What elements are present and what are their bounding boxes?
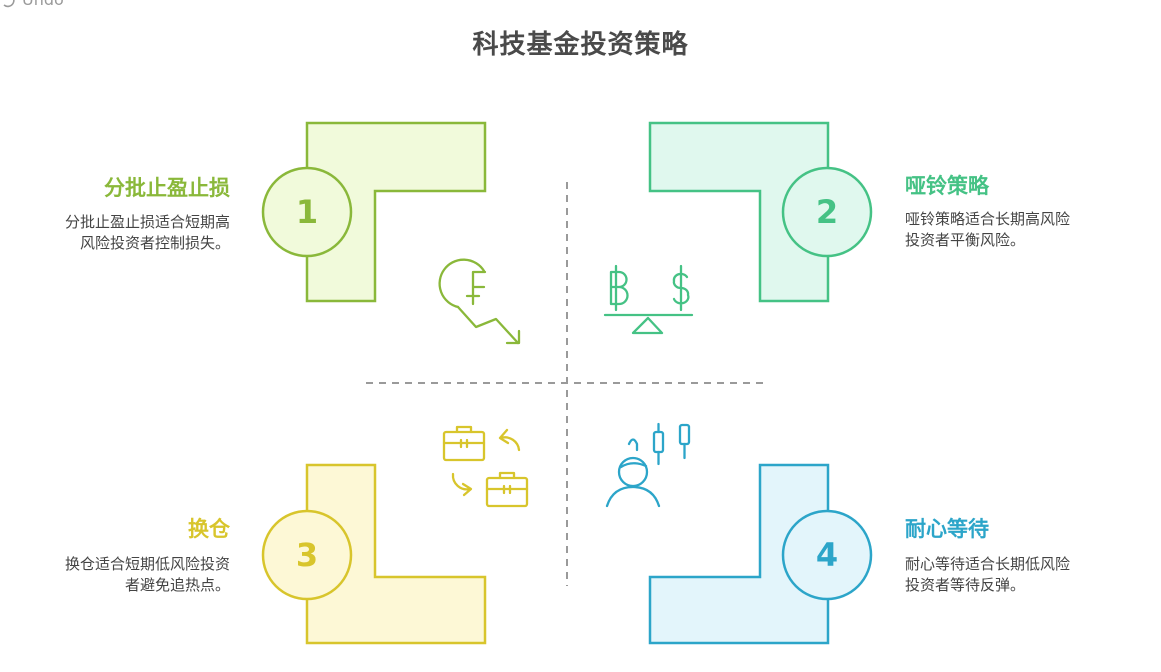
step-number-4: 4 (815, 536, 839, 574)
strategy-desc-3-line1: 换仓适合短期低风险投资 (64, 555, 230, 573)
strategy-heading-2: 哑铃策略 (905, 174, 989, 198)
step-number-3: 3 (295, 536, 319, 574)
strategy-desc-1-line1: 分批止盈止损适合短期高 (64, 213, 230, 231)
currency-balance-icon (603, 264, 694, 335)
strategy-desc-1-line2: 风险投资者控制损失。 (79, 234, 230, 252)
strategy-desc-2-line1: 哑铃策略适合长期高风险 (905, 210, 1071, 228)
strategy-heading-1: 分批止盈止损 (104, 176, 230, 200)
number-circle-3 (261, 509, 353, 601)
l-shape-3 (305, 463, 487, 645)
l-shape-2 (648, 121, 830, 303)
strategy-desc-4: 耐心等待适合长期低风险 投资者等待反弹。 (905, 554, 1070, 596)
step-number-1: 1 (295, 193, 319, 231)
number-circle-1 (261, 166, 353, 258)
briefcase-swap-icon (442, 425, 529, 508)
strategy-desc-4-line1: 耐心等待适合长期低风险 (905, 555, 1071, 573)
strategy-desc-2: 哑铃策略适合长期高风险 投资者平衡风险。 (905, 209, 1070, 251)
strategy-desc-2-line2: 投资者平衡风险。 (905, 231, 1026, 249)
l-shape-4 (648, 463, 830, 645)
franc-decline-icon (438, 258, 521, 345)
step-number-2: 2 (815, 193, 839, 231)
strategy-heading-4: 耐心等待 (905, 517, 989, 541)
undo-button[interactable]: Undo (0, 0, 64, 9)
strategy-desc-4-line2: 投资者等待反弹。 (905, 576, 1026, 594)
strategy-desc-3-line2: 者避免追热点。 (124, 576, 230, 594)
strategy-heading-3: 换仓 (188, 517, 230, 541)
number-circle-4 (781, 509, 873, 601)
strategy-desc-1: 分批止盈止损适合短期高 风险投资者控制损失。 (65, 212, 230, 254)
number-circle-2 (781, 166, 873, 258)
investor-candlestick-icon (605, 422, 691, 508)
strategy-desc-3: 换仓适合短期低风险投资 者避免追热点。 (65, 554, 230, 596)
l-shape-1 (305, 121, 487, 303)
undo-icon (3, 0, 15, 7)
diagram-title: 科技基金投资策略 (472, 30, 689, 60)
undo-label: Undo (22, 0, 64, 9)
